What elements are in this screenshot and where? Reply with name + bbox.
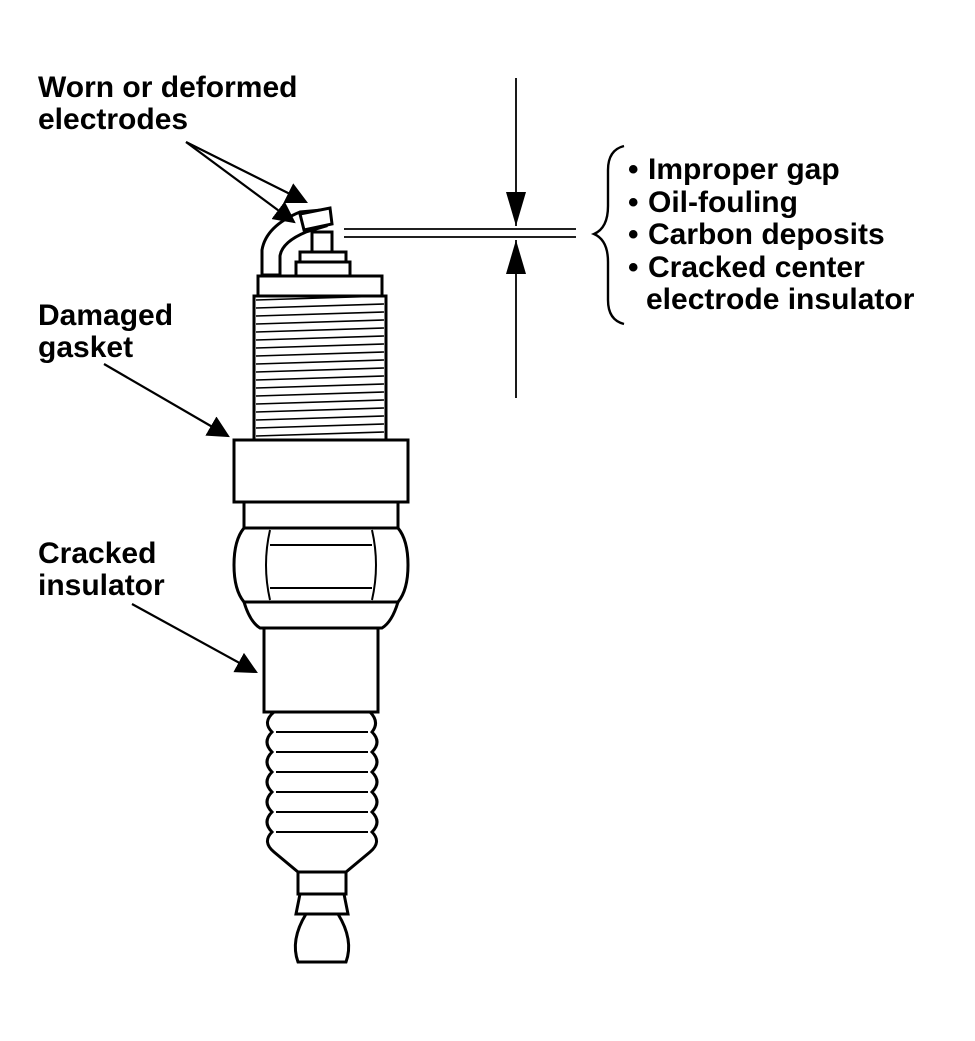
arrow-electrode-2 — [185, 141, 296, 224]
list-item: • Carbon deposits — [628, 218, 914, 252]
electrode-tip — [298, 206, 334, 232]
gap-conditions-list: • Improper gap • Oil-fouling • Carbon de… — [628, 153, 915, 317]
gap-dimension — [344, 78, 576, 398]
condition-brace — [590, 144, 625, 326]
list-item: • Oil-fouling — [628, 185, 914, 220]
hex-nut — [232, 526, 410, 604]
callout-arrows — [103, 141, 308, 674]
arrow-gasket — [103, 363, 230, 438]
list-item: • Cracked center — [628, 250, 914, 285]
condition-text: Cracked center — [648, 250, 865, 284]
terminal-stem — [296, 870, 348, 896]
gasket-label-line-1: Damaged — [38, 299, 174, 332]
arrow-electrode-1 — [185, 141, 308, 203]
bullet-icon: • — [628, 153, 639, 186]
insulator — [262, 626, 380, 714]
electrodes-label-line-2: electrodes — [38, 103, 189, 136]
list-item: • Improper gap — [628, 153, 914, 187]
thread-lines — [255, 295, 385, 437]
bullet-icon: • — [628, 250, 639, 284]
electrodes-label: Worn or deformed electrodes — [38, 72, 297, 136]
condition-text: Carbon deposits — [648, 218, 885, 251]
center-electrode — [310, 230, 334, 254]
insulator-label-line-2: insulator — [38, 569, 165, 602]
arrow-insulator — [131, 603, 258, 674]
gasket — [232, 438, 410, 504]
bullet-icon: • — [628, 218, 639, 251]
insulator-label-line-1: Cracked — [38, 537, 157, 570]
electrodes-label-line-1: Worn or deformed — [38, 71, 298, 104]
bullet-icon: • — [628, 185, 639, 219]
condition-text-continued: electrode insulator — [646, 283, 915, 316]
insulator-label: Cracked insulator — [38, 538, 165, 602]
gasket-label-line-2: gasket — [38, 331, 134, 364]
terminal-nut — [293, 912, 351, 964]
shell-top — [256, 274, 384, 298]
gasket-label: Damaged gasket — [38, 300, 173, 364]
condition-text: Oil-fouling — [648, 185, 798, 219]
spark-plug — [232, 206, 410, 964]
condition-text: Improper gap — [648, 153, 840, 186]
